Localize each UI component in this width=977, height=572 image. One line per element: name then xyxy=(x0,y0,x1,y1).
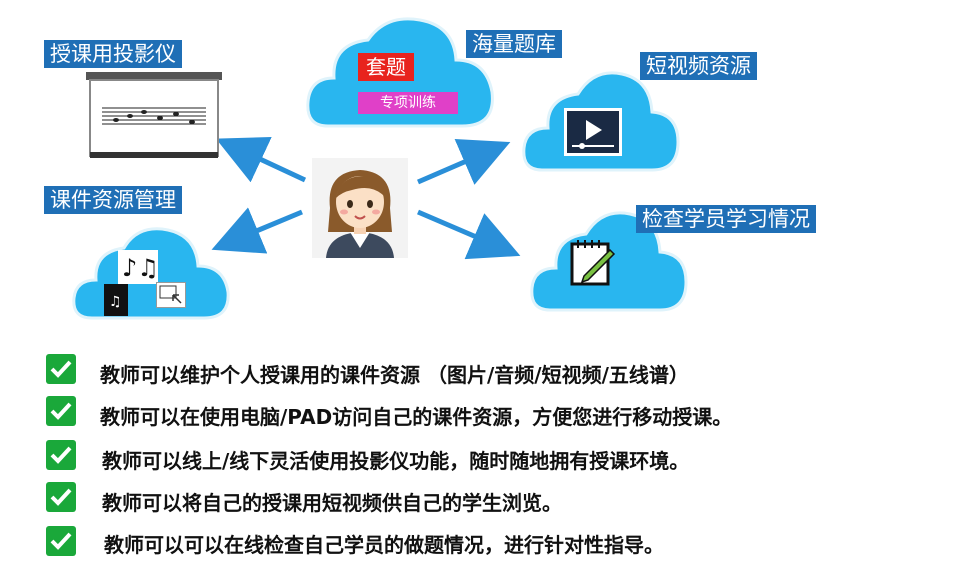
arrow-to-courseware xyxy=(211,207,303,254)
projector-screen xyxy=(86,72,222,158)
svg-text:♪♫: ♪♫ xyxy=(122,254,158,282)
arrow-to-video xyxy=(417,138,511,185)
check-icon xyxy=(46,526,76,556)
special-training-badge: 专项训练 xyxy=(358,92,458,114)
check-icon xyxy=(46,396,76,426)
teacher-avatar xyxy=(312,158,408,258)
check-icon xyxy=(46,440,76,470)
check-icon xyxy=(46,354,76,384)
arrow-to-check xyxy=(417,209,521,260)
music-notes-icon: ♪♫ xyxy=(118,250,159,284)
label-check-students: 检查学员学习情况 xyxy=(636,205,816,233)
video-play-icon xyxy=(564,108,622,156)
label-courseware: 课件资源管理 xyxy=(44,186,182,214)
checklist-edit-icon xyxy=(570,238,616,286)
feature-item-5: 教师可以可以在线检查自己学员的做题情况，进行针对性指导。 xyxy=(104,533,664,557)
set-questions-badge: 套题 xyxy=(358,53,414,81)
label-projector: 授课用投影仪 xyxy=(44,40,182,68)
label-question-bank: 海量题库 xyxy=(466,30,562,58)
check-icon xyxy=(46,482,76,512)
feature-item-2: 教师可以在使用电脑/PAD访问自己的课件资源，方便您进行移动授课。 xyxy=(100,405,733,429)
arrow-to-projector xyxy=(215,136,307,183)
svg-text:♫: ♫ xyxy=(109,294,122,310)
audio-file-icon: ♫ xyxy=(104,284,128,316)
feature-item-4: 教师可以将自己的授课用短视频供自己的学生浏览。 xyxy=(102,491,562,515)
feature-item-1: 教师可以维护个人授课用的课件资源 （图片/音频/短视频/五线谱） xyxy=(100,363,689,387)
label-short-video: 短视频资源 xyxy=(640,52,757,80)
image-select-icon xyxy=(156,282,186,308)
feature-item-3: 教师可以线上/线下灵活使用投影仪功能，随时随地拥有授课环境。 xyxy=(102,449,690,473)
